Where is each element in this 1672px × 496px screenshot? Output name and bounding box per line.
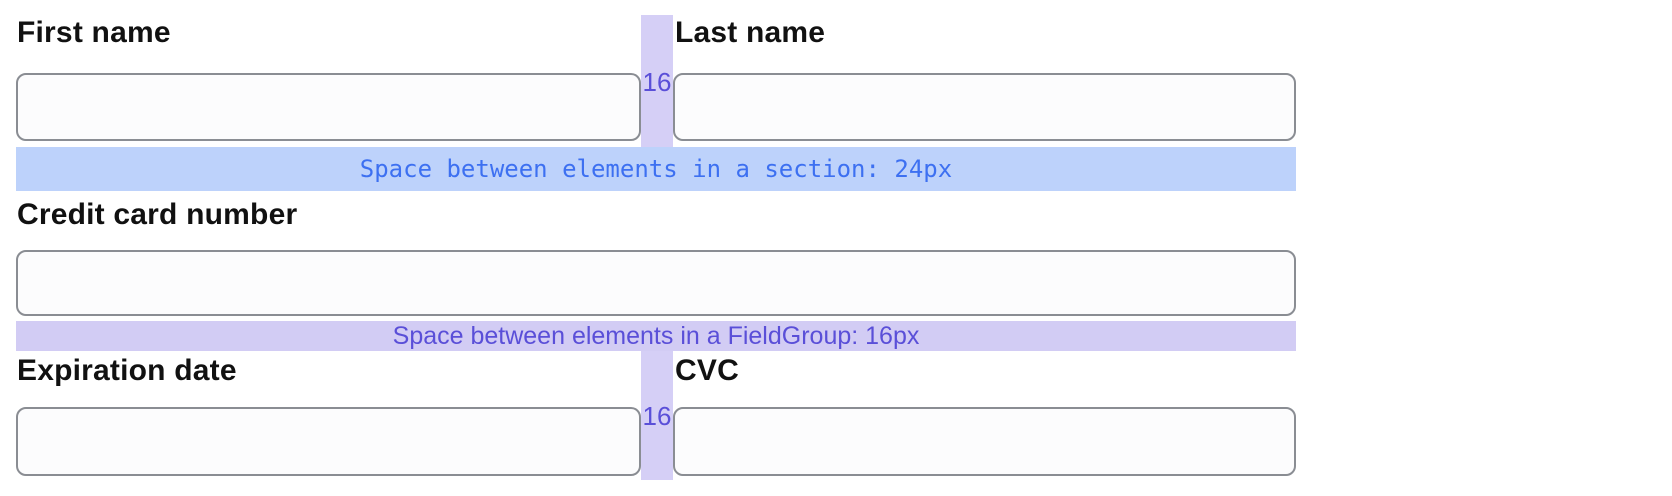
fieldgroup-gap-highlight: Space between elements in a FieldGroup: …: [16, 321, 1296, 351]
card-number-input[interactable]: [16, 250, 1296, 316]
card-number-label: Credit card number: [17, 198, 298, 231]
first-name-label: First name: [17, 16, 171, 49]
column-gap-label-bottom: 16: [642, 401, 672, 431]
last-name-input[interactable]: [673, 73, 1296, 141]
fieldgroup-gap-annotation: Space between elements in a FieldGroup: …: [392, 321, 920, 350]
cvc-label: CVC: [675, 354, 739, 387]
expiration-date-label: Expiration date: [17, 354, 237, 387]
column-gap-highlight-top: [641, 15, 673, 147]
section-gap-annotation: Space between elements in a section: 24p…: [359, 155, 953, 183]
section-gap-highlight: Space between elements in a section: 24p…: [16, 147, 1296, 191]
expiration-date-input[interactable]: [16, 407, 641, 476]
column-gap-label-top: 16: [642, 67, 672, 97]
last-name-label: Last name: [675, 16, 826, 49]
column-gap-highlight-bottom: [641, 351, 673, 480]
first-name-input[interactable]: [16, 73, 641, 141]
cvc-input[interactable]: [673, 407, 1296, 476]
